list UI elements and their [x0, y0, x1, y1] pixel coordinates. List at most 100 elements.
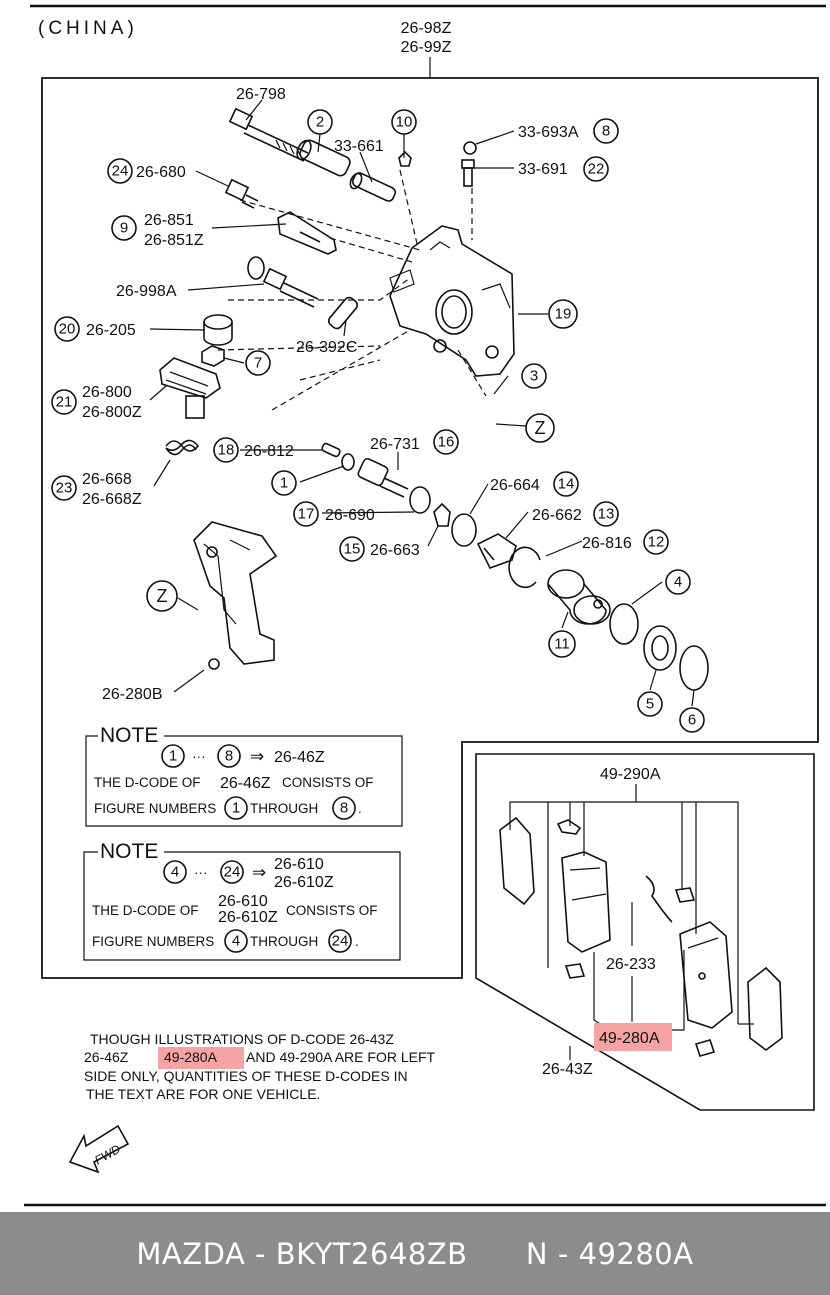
- svg-text:NOTE: NOTE: [100, 840, 158, 863]
- cap-part: [398, 150, 412, 167]
- pad-clip-part-4: [694, 1039, 716, 1057]
- svg-text:9: 9: [120, 220, 128, 237]
- caliper-support-part: [193, 521, 278, 670]
- callout-16: 16: [433, 429, 459, 455]
- svg-text:24: 24: [224, 864, 241, 881]
- svg-text:THROUGH: THROUGH: [250, 934, 318, 949]
- label-26-662: 26-662: [532, 507, 582, 524]
- spring-part: [165, 439, 200, 456]
- label-26-280b: 26-280B: [102, 686, 163, 703]
- region-label: (CHINA): [38, 18, 138, 39]
- stopper-part: [433, 502, 451, 527]
- svg-text:13: 13: [598, 506, 615, 523]
- callout-14: 14: [553, 471, 579, 497]
- label-26-800: 26-800: [82, 384, 132, 401]
- brand-name: MAZDA: [136, 1236, 246, 1271]
- svg-text:26-610Z: 26-610Z: [274, 874, 334, 891]
- callout-19: 19: [548, 299, 578, 329]
- svg-text:14: 14: [558, 476, 575, 493]
- svg-text:4: 4: [232, 933, 240, 950]
- label-26-731: 26-731: [370, 436, 420, 453]
- callout-2: 2: [307, 109, 333, 135]
- svg-text:CONSISTS OF: CONSISTS OF: [282, 775, 374, 790]
- svg-text:26-46Z: 26-46Z: [84, 1049, 129, 1065]
- callout-3: 3: [521, 363, 547, 389]
- callout-11: 11: [548, 630, 576, 658]
- svg-text:8: 8: [602, 123, 610, 140]
- svg-text:22: 22: [588, 161, 605, 178]
- svg-text:6: 6: [688, 712, 696, 729]
- brake-caliper-exploded-diagram: (CHINA) 26-98Z 26-99Z: [24, 4, 826, 1207]
- callout-23: 23: [51, 475, 77, 501]
- pad-clip-part-2: [564, 963, 586, 979]
- caliper-body-part: [389, 225, 515, 377]
- label-26-851: 26-851: [144, 212, 194, 229]
- bracket-part: [277, 211, 337, 255]
- callout-7: 7: [245, 350, 271, 376]
- bleeder-screw-part: [461, 159, 475, 187]
- part-number: 49280A: [578, 1236, 694, 1271]
- note-box-1: NOTE 1 ··· 8 ⇒ 26-46Z THE D-CODE OF 26-4…: [85, 724, 403, 827]
- callout-z-1: Z: [525, 413, 555, 443]
- svg-text:CONSISTS OF: CONSISTS OF: [286, 903, 378, 918]
- callout-5: 5: [637, 691, 663, 717]
- svg-text:THE TEXT ARE FOR ONE VEHICLE.: THE TEXT ARE FOR ONE VEHICLE.: [86, 1086, 320, 1102]
- leader-lines: [149, 99, 754, 1060]
- svg-text:···: ···: [194, 865, 208, 880]
- callout-1: 1: [271, 470, 297, 496]
- svg-text:1: 1: [232, 800, 240, 817]
- label-26-680: 26-680: [136, 164, 186, 181]
- callout-9: 9: [111, 215, 137, 241]
- svg-text:23: 23: [56, 480, 73, 497]
- svg-text:21: 21: [56, 394, 73, 411]
- callout-z-2: Z: [146, 580, 178, 612]
- svg-text:.: .: [355, 934, 359, 949]
- sleeve-part: [327, 296, 359, 330]
- label-49-280a: 49-280A: [599, 1030, 660, 1047]
- ring-part: [451, 513, 477, 547]
- callout-17: 17: [293, 501, 319, 527]
- label-26-690: 26-690: [325, 507, 375, 524]
- svg-text:26-610: 26-610: [218, 893, 268, 910]
- label-26-43z: 26-43Z: [542, 1061, 593, 1078]
- svg-text:FIGURE NUMBERS: FIGURE NUMBERS: [94, 801, 216, 816]
- svg-text:4: 4: [674, 574, 682, 591]
- label-26-798: 26-798: [236, 86, 286, 103]
- label-33-693a: 33-693A: [518, 124, 579, 141]
- label-26-851z: 26-851Z: [144, 232, 204, 249]
- svg-text:Z: Z: [157, 586, 168, 606]
- svg-text:26-610: 26-610: [274, 856, 324, 873]
- svg-text:49-280A: 49-280A: [164, 1049, 218, 1065]
- svg-text:AND 49-290A ARE FOR LEFT: AND 49-290A ARE FOR LEFT: [246, 1049, 436, 1065]
- svg-text:2: 2: [316, 114, 324, 131]
- slide-pin-part: [349, 172, 397, 202]
- callout-21: 21: [51, 389, 77, 415]
- svg-text:THE D-CODE OF: THE D-CODE OF: [94, 775, 201, 790]
- label-26-816: 26-816: [582, 535, 632, 552]
- svg-text:3: 3: [530, 368, 538, 385]
- seal-part: [409, 486, 431, 514]
- assembly-code-2: 26-99Z: [401, 39, 452, 56]
- brake-pad-part-1: [561, 851, 611, 953]
- svg-text:24: 24: [332, 933, 349, 950]
- label-26-663: 26-663: [370, 542, 420, 559]
- guide-bolt-part: [228, 107, 309, 162]
- caliper-assembly-frame: [41, 77, 819, 979]
- pad-kit-frame: [475, 753, 815, 1111]
- label-26-668: 26-668: [82, 471, 132, 488]
- forward-arrow-icon: FWD: [68, 1124, 130, 1174]
- svg-text:16: 16: [438, 434, 455, 451]
- bleeder-cap-part: [463, 141, 477, 155]
- assembly-guide-lines: [217, 169, 487, 411]
- highlight-49-280a-text: [158, 1047, 244, 1069]
- disclaimer-text: THOUGH ILLUSTRATIONS OF D-CODE 26-43Z 26…: [84, 1031, 436, 1102]
- svg-text:SIDE ONLY, QUANTITIES OF THESE: SIDE ONLY, QUANTITIES OF THESE D-CODES I…: [84, 1068, 408, 1084]
- part-number-footer: MAZDA - BKYT2648ZB N - 49280A: [0, 1212, 830, 1295]
- svg-text:THOUGH ILLUSTRATIONS OF D-CODE: THOUGH ILLUSTRATIONS OF D-CODE 26-43Z: [90, 1031, 394, 1047]
- svg-text:8: 8: [340, 800, 348, 817]
- pad-clip-part-1: [556, 819, 582, 835]
- footer-separator-2: -: [557, 1236, 569, 1271]
- label-26-812: 26-812: [244, 443, 294, 460]
- note-box-2: NOTE 4 ··· 24 ⇒ 26-610 26-610Z THE D-COD…: [83, 840, 401, 961]
- piston-seal-part: [609, 603, 639, 645]
